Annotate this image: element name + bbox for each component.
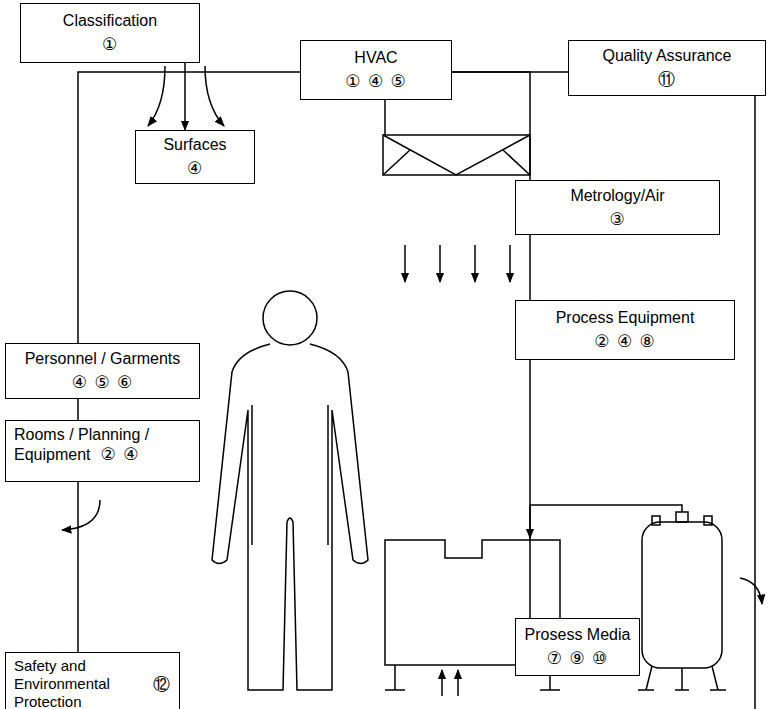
metrology-box: Metrology/Air ③ — [515, 180, 720, 235]
exhaust-arrow — [740, 578, 762, 604]
connector — [77, 399, 79, 420]
callout-number: ② ④ — [101, 444, 140, 464]
airflow-arrows — [405, 245, 510, 282]
callout-number: ④ ⑤ ⑥ — [72, 372, 134, 392]
box-title: Surfaces — [163, 135, 226, 154]
callout-number: ④ — [187, 158, 203, 178]
filter-symbol — [383, 100, 530, 175]
box-title: Metrology/Air — [570, 186, 664, 205]
box-title: Classification — [63, 11, 157, 30]
box-title: Prosess Media — [525, 625, 631, 644]
connector — [184, 63, 186, 130]
person-figure — [212, 291, 368, 690]
pipe — [530, 505, 682, 512]
tank — [638, 512, 726, 690]
connector — [180, 96, 755, 709]
air-arrow — [148, 66, 165, 126]
box-title: Personnel / Garments — [25, 349, 181, 368]
hvac-box: HVAC ① ④ ⑤ — [300, 40, 452, 100]
connector — [452, 72, 530, 180]
callout-number: ⑪ — [658, 69, 676, 89]
callout-number: ② ④ ⑧ — [594, 331, 656, 351]
safety-box: Safety and Environmental Protection ⑫ — [5, 652, 180, 709]
connector — [529, 235, 531, 300]
callout-number: ⑦ ⑨ ⑩ — [547, 648, 609, 668]
callout-number: ① ④ ⑤ — [345, 71, 407, 91]
air-arrow — [205, 66, 224, 126]
classification-box: Classification ① — [20, 3, 200, 63]
rooms-box: Rooms / Planning / Equipment② ④ — [5, 420, 200, 482]
callout-number: ③ — [609, 209, 625, 229]
connector — [78, 72, 300, 343]
connector — [77, 482, 79, 652]
exhaust-arrow — [62, 500, 100, 530]
callout-number: ⑫ — [153, 674, 171, 694]
surfaces-box: Surfaces ④ — [135, 130, 255, 184]
box-title: HVAC — [354, 48, 397, 67]
equipment-box: Process Equipment ② ④ ⑧ — [515, 300, 735, 360]
connector — [529, 360, 531, 618]
box-title: Safety and Environmental Protection — [14, 657, 136, 709]
callout-number: ① — [102, 34, 118, 54]
personnel-box: Personnel / Garments ④ ⑤ ⑥ — [5, 343, 200, 399]
box-title: Process Equipment — [556, 308, 695, 327]
box-title: Quality Assurance — [603, 46, 732, 65]
quality-box: Quality Assurance ⑪ — [568, 40, 766, 96]
media-box: Prosess Media ⑦ ⑨ ⑩ — [515, 618, 640, 676]
